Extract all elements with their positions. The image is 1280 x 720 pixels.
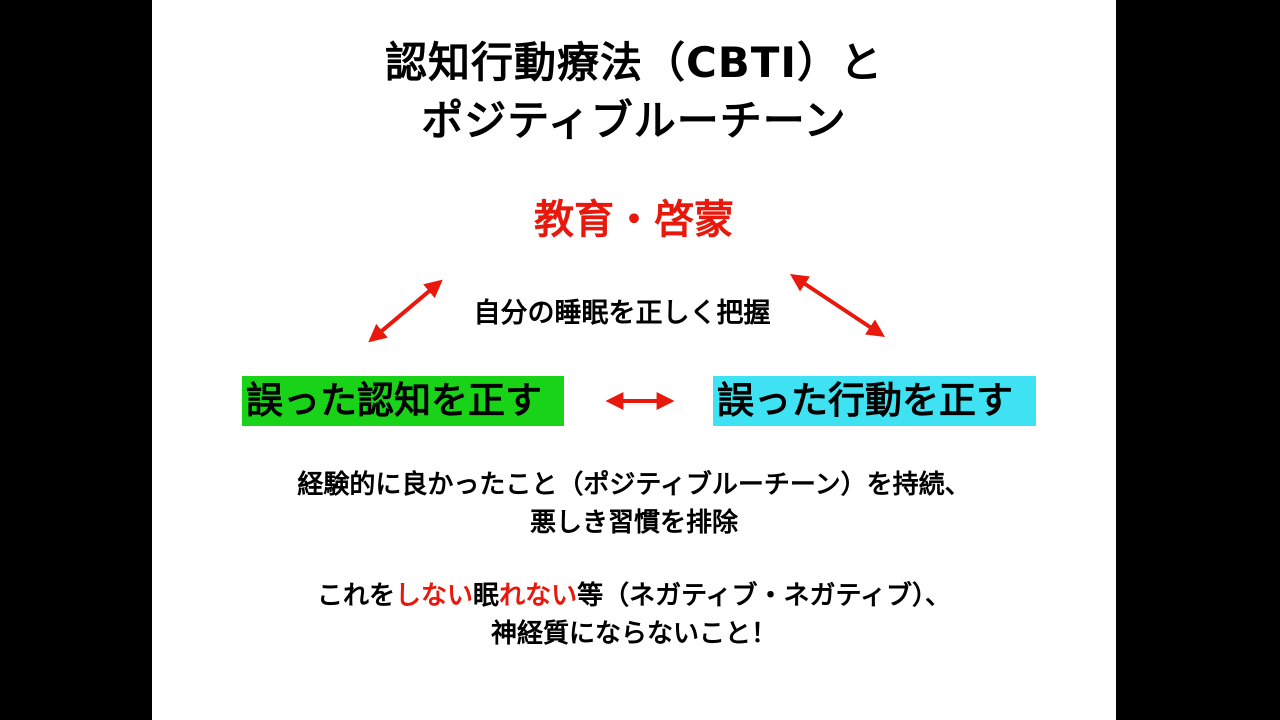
top-concept-label: 教育・啓蒙 — [534, 197, 734, 243]
text-segment-plain: 等（ネガティブ・ネガティブ）、 — [577, 581, 951, 611]
description-negative-warning: これをしない眠れない等（ネガティブ・ネガティブ）、 神経質にならないこと！ — [152, 577, 1116, 653]
left-concept-box: 誤った認知を正す — [242, 376, 564, 426]
text-segment-highlight: しない — [395, 581, 474, 611]
right-concept-box: 誤った行動を正す — [713, 376, 1036, 426]
slide-title-line-2: ポジティブルーチーン — [421, 96, 847, 145]
description-positive-routine: 経験的に良かったこと（ポジティブルーチーン）を持続、 悪しき習慣を排除 — [152, 466, 1116, 542]
description-1-line-1: 経験的に良かったこと（ポジティブルーチーン）を持続、 — [297, 470, 971, 500]
slide-title: 認知行動療法（CBTI）と ポジティブルーチーン — [152, 34, 1116, 150]
text-segment-plain: 眠 — [473, 581, 500, 611]
slide-canvas: 認知行動療法（CBTI）と ポジティブルーチーン 教育・啓蒙 自分の睡眠を正しく… — [152, 0, 1116, 720]
description-1-line-2: 悪しき習慣を排除 — [529, 508, 738, 538]
text-segment-plain: これを — [317, 581, 396, 611]
text-segment-highlight: れない — [499, 581, 578, 611]
description-2-line-1: これをしない眠れない等（ネガティブ・ネガティブ）、 — [152, 577, 1116, 615]
middle-caption: 自分の睡眠を正しく把握 — [473, 298, 771, 329]
slide-title-line-1: 認知行動療法（CBTI）と — [384, 38, 884, 87]
description-2-line-2: 神経質にならないこと！ — [490, 619, 777, 649]
